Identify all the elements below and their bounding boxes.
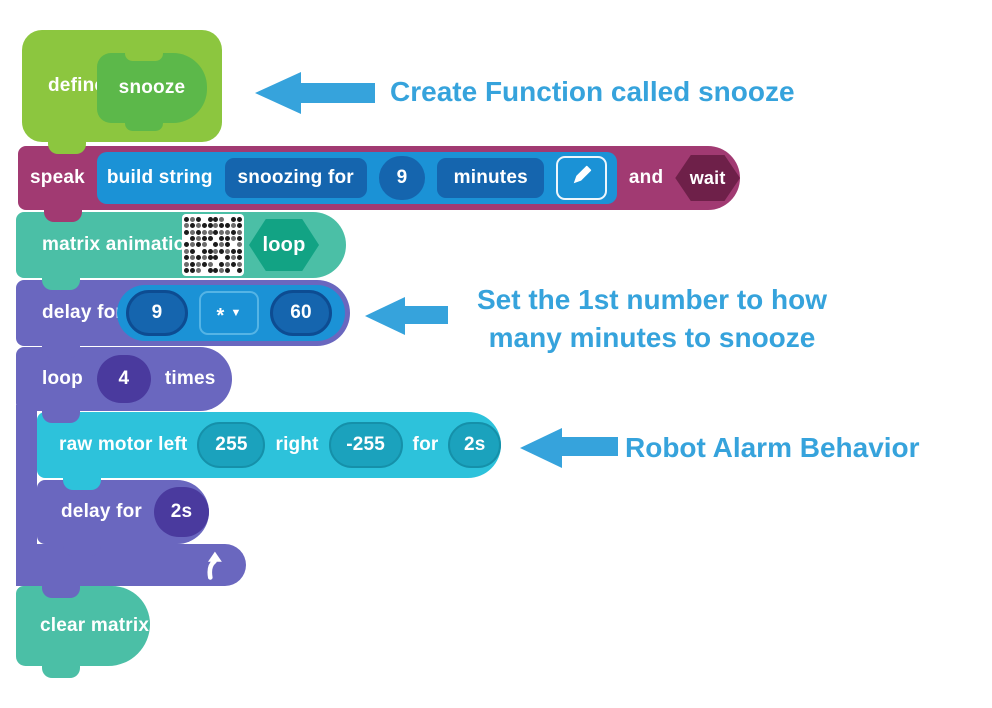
- raw-motor-block[interactable]: raw motor left 255 right -255 for 2s: [37, 412, 501, 490]
- delay-label-2: delay for: [61, 501, 142, 522]
- delay-minutes-block[interactable]: delay for 9 * ▼ 60: [16, 280, 350, 358]
- left-arrow-icon: [520, 428, 562, 468]
- right-speed-field[interactable]: -255: [328, 422, 403, 468]
- connector-tab: [42, 664, 80, 678]
- delay-expression[interactable]: 9 * ▼ 60: [117, 285, 345, 341]
- left-speed-field[interactable]: 255: [197, 422, 266, 468]
- clear-matrix-label: clear matrix: [40, 615, 150, 636]
- build-string-expression[interactable]: build string snoozing for 9 minutes: [96, 152, 617, 204]
- define-label: define: [48, 75, 106, 96]
- raw-motor-label: raw motor left: [59, 434, 188, 455]
- speak-label: speak: [30, 167, 85, 188]
- clear-matrix-block[interactable]: clear matrix: [16, 586, 150, 678]
- loop-times-label: times: [164, 368, 216, 389]
- string-segment-value-2: minutes: [453, 167, 528, 188]
- loop-return-arrow-icon: [202, 551, 226, 586]
- define-function-block[interactable]: define snooze: [22, 30, 222, 154]
- right-label: right: [275, 434, 319, 455]
- right-speed-value: -255: [346, 434, 386, 455]
- matrix-pattern-image[interactable]: [182, 214, 244, 276]
- left-arrow-shaft: [299, 83, 375, 103]
- animation-mode-selector[interactable]: loop: [249, 219, 319, 271]
- delay-label: delay for: [42, 302, 123, 323]
- string-segment-value: snoozing for: [237, 167, 354, 188]
- speak-block[interactable]: speak build string snoozing for 9 minute…: [18, 146, 740, 222]
- connector-tab: [42, 277, 80, 290]
- annotation-set-number-line2: many minutes to snooze: [488, 322, 816, 353]
- number-segment-field[interactable]: 9: [378, 156, 426, 200]
- loop-end-bar[interactable]: [16, 544, 246, 598]
- motor-duration-field[interactable]: 2s: [448, 422, 501, 468]
- wait-mode-value: wait: [689, 167, 726, 188]
- connector-tab: [42, 345, 80, 358]
- connector-tab: [42, 410, 80, 423]
- motor-duration-value: 2s: [463, 434, 486, 455]
- chevron-down-icon: ▼: [230, 307, 242, 319]
- left-speed-value: 255: [215, 434, 248, 455]
- delay-value-2-field[interactable]: 60: [270, 290, 332, 336]
- connector-tab: [42, 585, 80, 598]
- build-string-label: build string: [106, 167, 213, 188]
- multiply-operator: *: [216, 305, 225, 327]
- delay-value-2: 60: [290, 302, 312, 323]
- delay-duration-field[interactable]: 2s: [154, 487, 209, 537]
- annotation-set-number-line1: Set the 1st number to how: [476, 284, 828, 315]
- and-label: and: [628, 167, 664, 188]
- connector-tab: [63, 477, 101, 490]
- loop-count-field[interactable]: 4: [96, 355, 151, 403]
- delay-value-1-field[interactable]: 9: [126, 290, 188, 336]
- left-arrow-shaft: [560, 437, 618, 456]
- annotation-set-number: Set the 1st number to how many minutes t…: [452, 281, 852, 357]
- annotation-robot-alarm: Robot Alarm Behavior: [625, 432, 920, 463]
- delay-value-1: 9: [151, 302, 163, 323]
- annotation-create-function: Create Function called snooze: [390, 76, 795, 107]
- operator-dropdown[interactable]: * ▼: [199, 291, 259, 335]
- function-name: snooze: [118, 77, 186, 98]
- loop-count-value: 4: [118, 368, 130, 389]
- connector-tab: [63, 543, 101, 556]
- left-arrow-shaft: [403, 306, 448, 324]
- number-segment-value: 9: [396, 167, 408, 188]
- edit-string-button[interactable]: [556, 156, 607, 200]
- connector-tab: [48, 141, 86, 154]
- string-segment-field-2[interactable]: minutes: [437, 158, 545, 198]
- left-arrow-icon: [365, 297, 405, 335]
- matrix-animation-label: matrix animation: [42, 234, 198, 255]
- function-name-slot[interactable]: snooze: [97, 46, 207, 131]
- loop-body-spine: [16, 405, 37, 550]
- wait-mode-selector[interactable]: wait: [675, 155, 740, 201]
- string-segment-field[interactable]: snoozing for: [224, 158, 367, 198]
- loop-label: loop: [42, 368, 83, 389]
- matrix-animation-block[interactable]: matrix animation loop: [16, 212, 346, 290]
- delay-duration-value: 2s: [170, 501, 193, 522]
- left-arrow-icon: [255, 72, 301, 114]
- pencil-icon: [571, 164, 593, 192]
- connector-tab: [44, 209, 82, 222]
- animation-mode-value: loop: [262, 233, 306, 256]
- delay-seconds-block[interactable]: delay for 2s: [37, 480, 209, 556]
- for-label: for: [412, 434, 439, 455]
